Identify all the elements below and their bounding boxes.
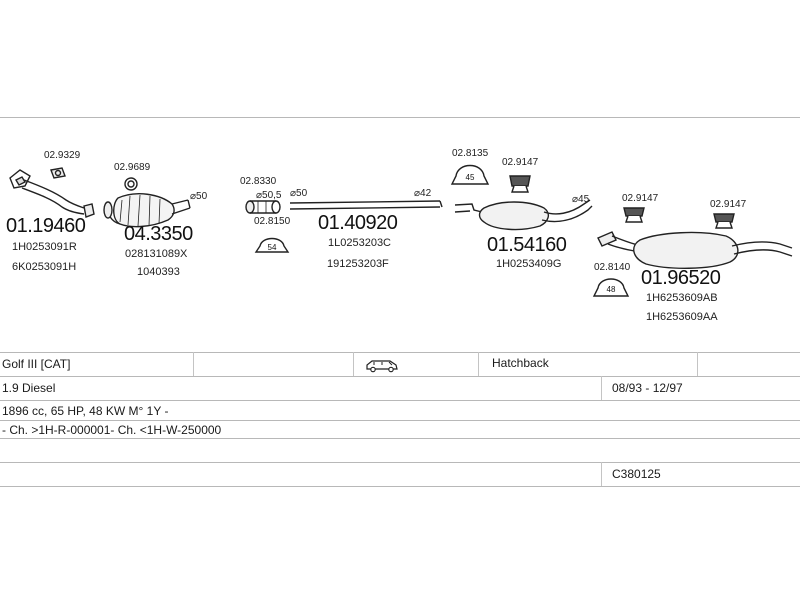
part-ref-1h6253609ab: 1H6253609AB [646,292,718,304]
accessory-code-02-8150: 02.8150 [254,216,291,227]
rubber-mount-1-drawing [509,175,531,193]
table-line-7 [0,486,800,487]
vehicle-model: Golf III [CAT] [2,357,71,371]
catalog-number: C380125 [612,467,661,481]
part-code-01-96520: 01.96520 [641,267,721,289]
rubber-mount-3-drawing [713,213,735,229]
col-sep-4 [697,352,698,376]
vehicle-spec: 1896 cc, 65 HP, 48 KW M° 1Y - [2,404,169,418]
rubber-mount-2-drawing [623,207,645,223]
table-line-2 [0,376,800,377]
rear-silencer-drawing [597,231,793,269]
accessory-code-02-8135: 02.8135 [452,148,489,159]
part-ref-1l0253203c: 1L0253203C [328,237,392,249]
accessory-code-02-9689: 02.9689 [114,162,151,173]
table-line-3 [0,400,800,401]
accessory-code-02-9147a: 02.9147 [502,157,539,168]
col-sep-6 [601,462,602,486]
part-ref-6k0253091h: 6K0253091H [12,261,77,273]
car-icon [366,360,398,373]
clamp-02-8135-drawing [450,164,490,185]
clamp-02-8140-drawing [592,278,630,297]
part-ref-1h6253609aa: 1H6253609AA [646,311,718,323]
clamp-02-8150-drawing [254,237,290,253]
table-line-6 [0,462,800,463]
part-ref-1040393: 1040393 [137,266,180,278]
col-sep-3 [478,352,479,376]
clamp-label-48: 48 [607,285,616,294]
diameter-label-50b: ⌀50 [290,188,308,199]
diameter-label-42: ⌀42 [414,188,432,199]
vehicle-body: Hatchback [492,356,549,370]
middle-pipe-drawing [289,200,443,210]
accessory-code-02-9329: 02.9329 [44,150,81,161]
part-code-01-54160: 01.54160 [487,234,567,256]
accessory-code-02-8330: 02.8330 [240,176,277,187]
front-pipe-drawing [9,169,95,218]
part-code-01-19460: 01.19460 [6,215,86,237]
sleeve-02-8330-drawing [245,200,281,214]
clamp-label-54: 54 [268,243,277,252]
part-code-01-40920: 01.40920 [318,212,398,234]
table-line-1 [0,352,800,353]
exhaust-diagram: 45 54 48 [9,164,793,297]
part-code-04-3350: 04.3350 [124,223,193,245]
frame-top [0,117,800,118]
clamp-label-45: 45 [466,173,475,182]
table-line-5 [0,438,800,439]
diameter-label-50-5: ⌀50,5 [256,190,282,201]
diameter-label-50a: ⌀50 [190,191,208,202]
part-ref-1h0253409g: 1H0253409G [496,258,562,270]
vehicle-chassis: - Ch. >1H-R-000001- Ch. <1H-W-250000 [2,423,222,437]
accessory-code-02-9147b: 02.9147 [622,193,659,204]
table-line-4 [0,420,800,421]
col-sep-5 [601,376,602,400]
catalyst-drawing [103,193,191,228]
ring-02-9689-drawing [124,177,138,191]
gasket-02-9329-drawing [50,167,66,179]
accessory-code-02-8140: 02.8140 [594,262,631,273]
col-sep-2 [353,352,354,376]
part-ref-191253203f: 191253203F [327,258,389,270]
middle-silencer-drawing [454,199,593,231]
part-ref-028131089x: 028131089X [125,248,188,260]
part-ref-1h0253091r: 1H0253091R [12,241,77,253]
col-sep-1 [193,352,194,376]
vehicle-period: 08/93 - 12/97 [612,381,683,395]
accessory-code-02-9147c: 02.9147 [710,199,747,210]
diameter-label-45: ⌀45 [572,194,590,205]
vehicle-engine: 1.9 Diesel [2,381,56,395]
